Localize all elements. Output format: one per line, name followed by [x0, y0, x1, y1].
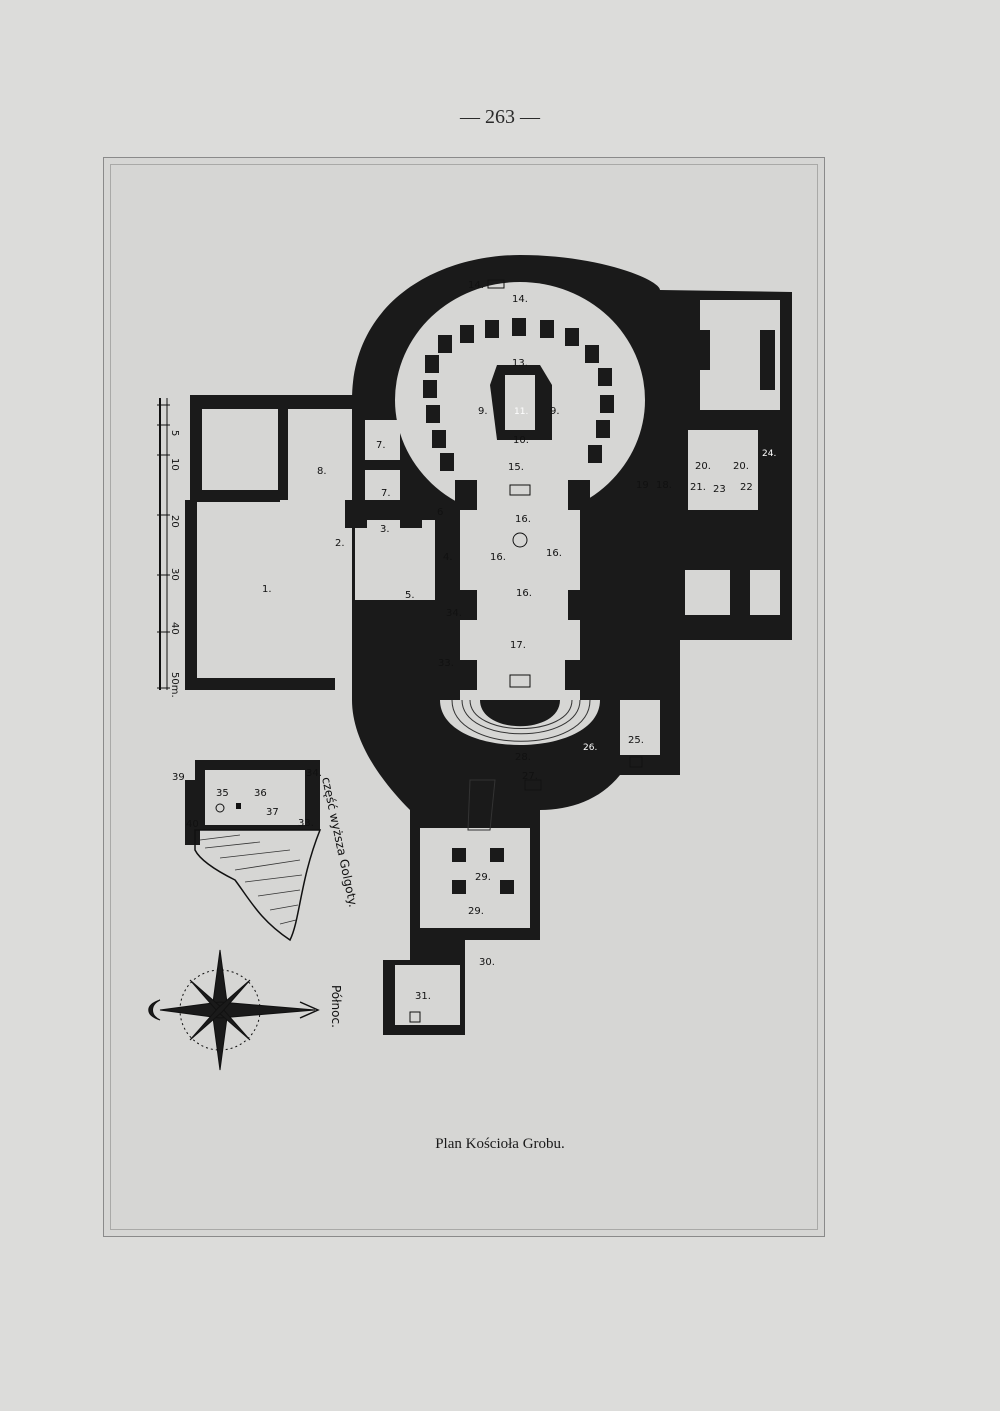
room-label: 3.: [380, 524, 390, 535]
room-label: 24.: [762, 449, 776, 459]
compass-north-label: Północ.: [329, 985, 343, 1028]
inset-label: 35: [216, 788, 229, 799]
room-label: 16.: [546, 548, 562, 559]
scale-tick-label: 20: [169, 515, 180, 528]
room-label: 26.: [583, 743, 597, 753]
room-label: 7.: [381, 488, 391, 499]
room-label: 16.: [516, 588, 532, 599]
room-label: 30.: [479, 957, 495, 968]
room-label: 33.: [438, 658, 454, 669]
compass-rose-icon: [148, 949, 320, 1071]
room-label: 4.: [443, 552, 453, 563]
room-label: 17.: [510, 640, 526, 651]
scale-tick-label: 40: [169, 622, 180, 635]
room-label: 29.: [468, 906, 484, 917]
room-label: 20.: [733, 461, 749, 472]
scale-tick-label: 50m.: [169, 672, 180, 698]
room-label: 16.: [490, 552, 506, 563]
inset-label: 39: [172, 772, 185, 783]
golgotha-label: część wyższa Golgoty.: [319, 776, 360, 909]
room-label: 11.: [514, 407, 528, 417]
room-label: 28.: [515, 752, 531, 763]
room-label: 16.: [515, 514, 531, 525]
inset-label: 40: [186, 819, 199, 830]
room-label: 21.: [690, 482, 706, 493]
scale-tick-label: 5: [169, 430, 180, 436]
inset-label: 34.: [306, 768, 322, 779]
inset-label: 37: [266, 807, 279, 818]
inset-label: 36: [254, 788, 267, 799]
room-label: 9.: [550, 406, 560, 417]
room-label: 8.: [317, 466, 327, 477]
room-label: 22: [740, 482, 753, 493]
room-label: 7.: [376, 440, 386, 451]
room-label: 2.: [335, 538, 345, 549]
page-number: — 263 —: [460, 106, 540, 128]
room-label: 13.: [512, 358, 528, 369]
room-label: 18.: [656, 480, 672, 491]
scale-tick-label: 10: [169, 458, 180, 471]
room-label: 27.: [522, 771, 538, 782]
room-label: 14.: [512, 294, 528, 305]
room-label: 25.: [628, 735, 644, 746]
inset-label: 33.: [298, 818, 314, 829]
room-label: 29.: [475, 872, 491, 883]
room-label: 1.: [262, 584, 272, 595]
room-label: 34.: [446, 608, 462, 619]
figure-caption: Plan Kościoła Grobu.: [435, 1136, 565, 1152]
room-label: 19: [636, 480, 649, 491]
room-label: 9.: [478, 406, 488, 417]
golgotha-inset: [185, 760, 322, 942]
scale-bar: [157, 398, 170, 690]
room-label: 14.: [468, 280, 484, 291]
room-label: 20.: [695, 461, 711, 472]
room-label: 5.: [405, 590, 415, 601]
room-label: 10.: [513, 435, 529, 446]
room-label: 31.: [415, 991, 431, 1002]
scale-tick-label: 30: [169, 568, 180, 581]
room-label: 15.: [508, 462, 524, 473]
room-label: 23: [713, 484, 726, 495]
room-label: 6: [437, 507, 443, 518]
